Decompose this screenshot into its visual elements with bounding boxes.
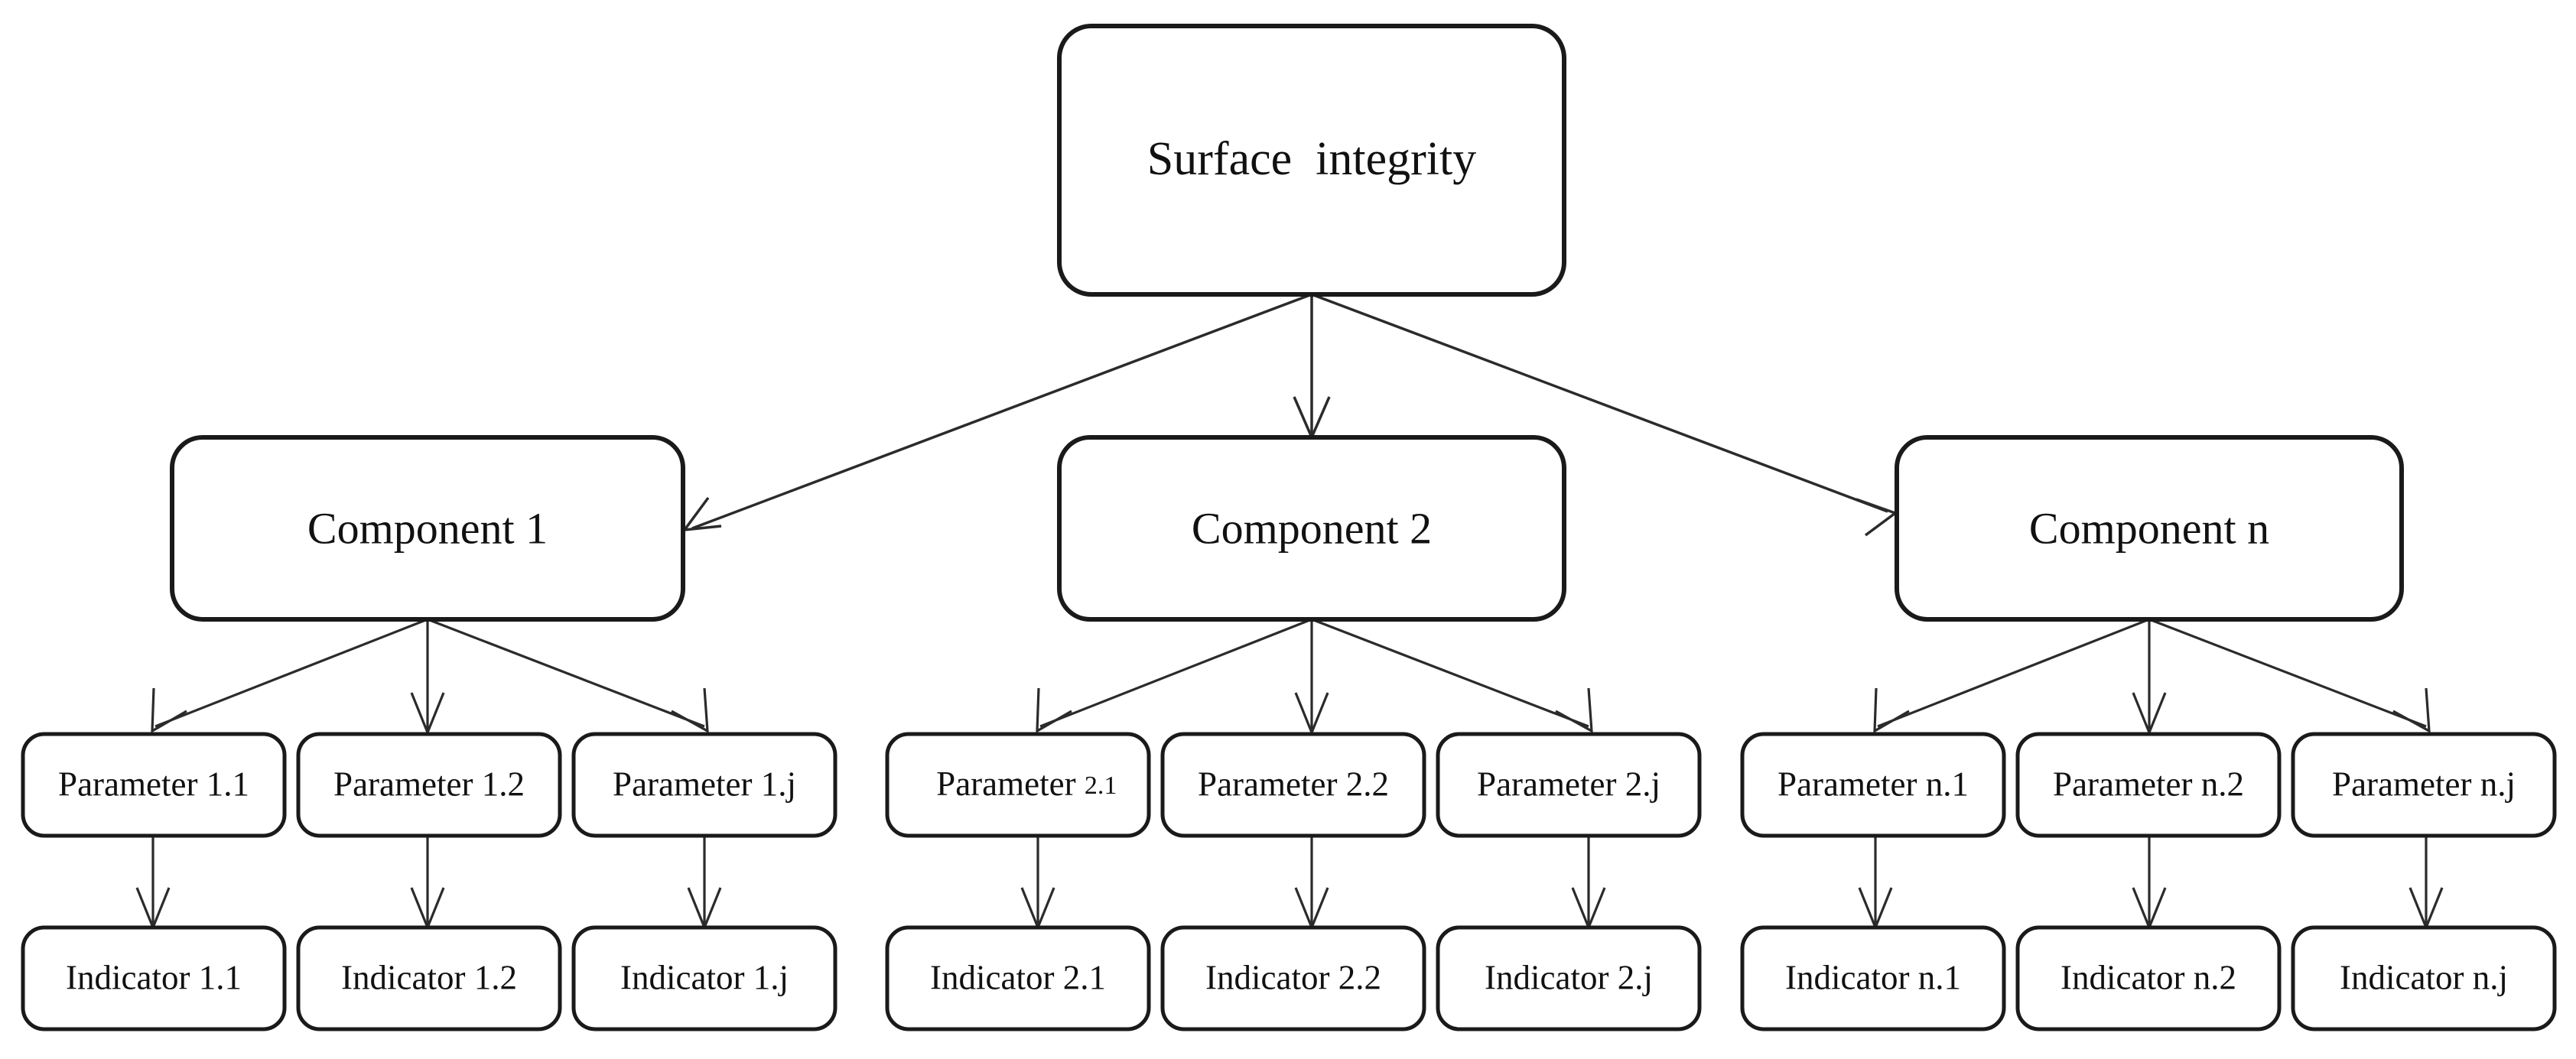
node-indicator-n-j[interactable]: Indicator n.j bbox=[2291, 925, 2557, 1031]
indicator-n-1-box[interactable] bbox=[1740, 925, 2006, 1031]
node-indicator-2-2[interactable]: Indicator 2.2 bbox=[1160, 925, 1426, 1031]
indicator-1-1-label: Indicator 1.1 bbox=[66, 958, 242, 996]
arrow-head-parameter-1-j bbox=[671, 687, 709, 733]
indicator-1-j-label: Indicator 1.j bbox=[620, 958, 789, 996]
indicator-2-2-box[interactable] bbox=[1160, 925, 1426, 1031]
indicator-n-j-label: Indicator n.j bbox=[2340, 958, 2508, 996]
parameter-n-1-label: Parameter n.1 bbox=[1778, 765, 1969, 803]
indicator-1-2-label: Indicator 1.2 bbox=[341, 958, 517, 996]
parameter-1-1-box[interactable] bbox=[21, 732, 287, 838]
node-component-2[interactable]: Component 2 bbox=[1057, 435, 1566, 622]
component-n-label: Component n bbox=[2029, 503, 2269, 553]
parameter-2-1-box[interactable] bbox=[885, 732, 1151, 838]
node-indicator-n-1[interactable]: Indicator n.1 bbox=[1740, 925, 2006, 1031]
surface-integrity-box[interactable] bbox=[1057, 24, 1566, 297]
indicator-2-1-box[interactable] bbox=[885, 925, 1151, 1031]
edge-root-to-component-n bbox=[1311, 293, 1888, 513]
edge-component-1-to-parameter-1-j bbox=[427, 618, 705, 728]
surface-integrity-label: Surface integrity bbox=[1147, 133, 1476, 185]
parameter-n-2-label: Parameter n.2 bbox=[2053, 765, 2244, 803]
node-parameter-n-2[interactable]: Parameter n.2 bbox=[2015, 732, 2282, 838]
parameter-n-j-label: Parameter n.j bbox=[2332, 765, 2516, 803]
node-indicator-2-1[interactable]: Indicator 2.1 bbox=[885, 925, 1151, 1031]
indicator-2-j-label: Indicator 2.j bbox=[1485, 958, 1653, 996]
arrow-head-parameter-2-1 bbox=[1036, 687, 1072, 733]
arrow-head-root-to-component-n bbox=[1856, 498, 1898, 537]
node-component-n[interactable]: Component n bbox=[1895, 435, 2404, 622]
node-parameter-n-j[interactable]: Parameter n.j bbox=[2291, 732, 2557, 838]
edges-parameters-to-indicators bbox=[135, 836, 2444, 931]
indicator-n-j-box[interactable] bbox=[2291, 925, 2557, 1031]
edge-component-n-to-parameter-n-j bbox=[2148, 618, 2427, 728]
indicator-n-2-box[interactable] bbox=[2015, 925, 2282, 1031]
node-parameter-1-j[interactable]: Parameter 1.j bbox=[571, 732, 838, 838]
edges-component-1-to-parameters bbox=[151, 618, 709, 736]
edge-root-to-component-1 bbox=[691, 293, 1312, 530]
node-indicator-1-j[interactable]: Indicator 1.j bbox=[571, 925, 838, 1031]
component-2-label: Component 2 bbox=[1192, 503, 1432, 553]
arrow-head-parameter-n-j bbox=[2392, 687, 2431, 733]
node-parameter-n-1[interactable]: Parameter n.1 bbox=[1740, 732, 2006, 838]
indicator-2-j-box[interactable] bbox=[1436, 925, 1702, 1031]
indicator-1-1-box[interactable] bbox=[21, 925, 287, 1031]
component-1-label: Component 1 bbox=[307, 503, 548, 553]
node-indicator-1-2[interactable]: Indicator 1.2 bbox=[296, 925, 562, 1031]
parameter-1-2-box[interactable] bbox=[296, 732, 562, 838]
node-indicator-2-j[interactable]: Indicator 2.j bbox=[1436, 925, 1702, 1031]
parameter-n-1-box[interactable] bbox=[1740, 732, 2006, 838]
edges-component-n-to-parameters bbox=[1873, 618, 2431, 736]
component-2-box[interactable] bbox=[1057, 435, 1566, 622]
parameter-2-j-box[interactable] bbox=[1436, 732, 1702, 838]
parameter-2-1-label: Parameter 2.1 bbox=[859, 765, 1177, 803]
edge-component-1-to-parameter-1-1 bbox=[154, 618, 428, 728]
node-indicator-n-2[interactable]: Indicator n.2 bbox=[2015, 925, 2282, 1031]
parameter-1-j-box[interactable] bbox=[571, 732, 838, 838]
indicator-2-1-label: Indicator 2.1 bbox=[930, 958, 1106, 996]
node-component-1[interactable]: Component 1 bbox=[170, 435, 685, 622]
node-parameter-1-1[interactable]: Parameter 1.1 bbox=[21, 732, 287, 838]
parameter-2-2-box[interactable] bbox=[1160, 732, 1426, 838]
parameter-2-j-label: Parameter 2.j bbox=[1477, 765, 1660, 803]
parameter-n-2-box[interactable] bbox=[2015, 732, 2282, 838]
arrow-head-parameter-1-1 bbox=[151, 687, 187, 733]
parameter-n-j-box[interactable] bbox=[2291, 732, 2557, 838]
indicator-1-j-box[interactable] bbox=[571, 925, 838, 1031]
node-indicator-1-1[interactable]: Indicator 1.1 bbox=[21, 925, 287, 1031]
edges-component-2-to-parameters bbox=[1036, 618, 1593, 736]
node-parameter-2-1[interactable]: Parameter 2.1 bbox=[859, 732, 1177, 838]
edge-component-n-to-parameter-n-1 bbox=[1877, 618, 2150, 728]
indicator-n-1-label: Indicator n.1 bbox=[1785, 958, 1961, 996]
indicator-n-2-label: Indicator n.2 bbox=[2060, 958, 2236, 996]
parameter-2-1-label-main: Parameter bbox=[936, 765, 1085, 803]
edge-component-2-to-parameter-2-1 bbox=[1039, 618, 1312, 728]
node-parameter-2-2[interactable]: Parameter 2.2 bbox=[1160, 732, 1426, 838]
arrow-head-parameter-n-1 bbox=[1873, 687, 1910, 733]
parameter-2-2-label: Parameter 2.2 bbox=[1198, 765, 1389, 803]
parameter-2-1-label-suffix: 2.1 bbox=[1085, 772, 1117, 800]
component-n-box[interactable] bbox=[1895, 435, 2404, 622]
arrow-head-parameter-2-j bbox=[1555, 687, 1593, 733]
indicator-2-2-label: Indicator 2.2 bbox=[1205, 958, 1381, 996]
parameter-1-2-label: Parameter 1.2 bbox=[333, 765, 525, 803]
component-1-box[interactable] bbox=[170, 435, 685, 622]
parameter-1-1-label: Parameter 1.1 bbox=[58, 765, 249, 803]
parameter-1-j-label: Parameter 1.j bbox=[613, 765, 796, 803]
edge-component-2-to-parameter-2-j bbox=[1311, 618, 1589, 728]
node-surface-integrity[interactable]: Surface integrity bbox=[1057, 24, 1566, 297]
node-parameter-2-j[interactable]: Parameter 2.j bbox=[1436, 732, 1702, 838]
indicator-1-2-box[interactable] bbox=[296, 925, 562, 1031]
node-parameter-1-2[interactable]: Parameter 1.2 bbox=[296, 732, 562, 838]
